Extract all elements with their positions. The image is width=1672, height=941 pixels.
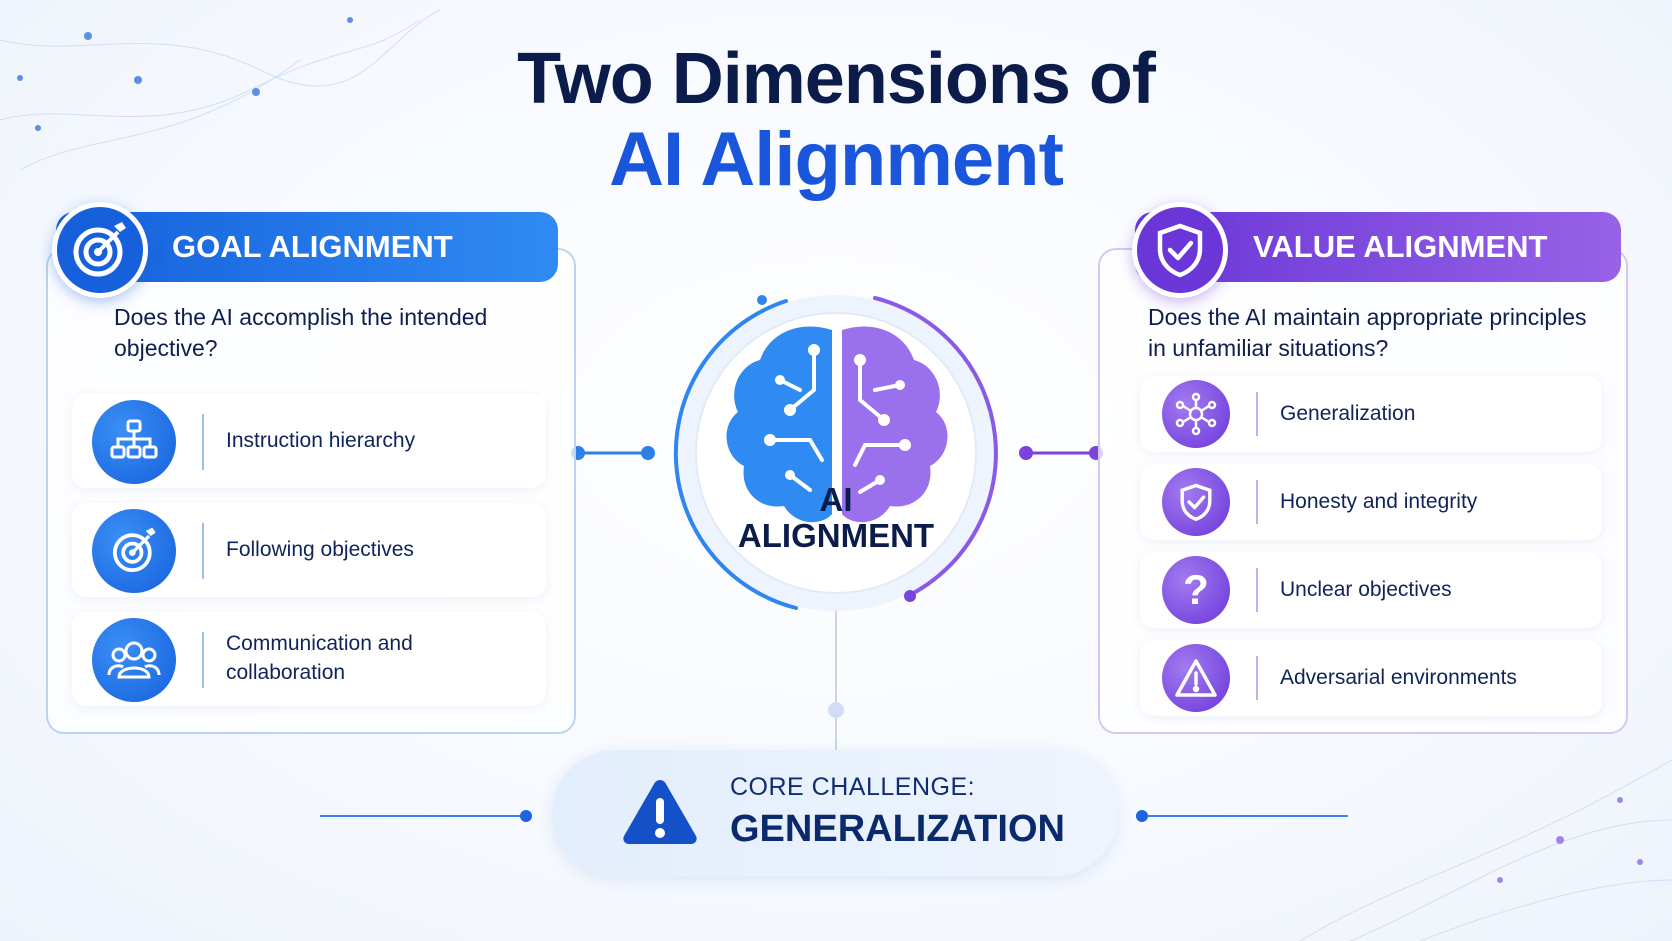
list-item: Honesty and integrity bbox=[1140, 464, 1602, 540]
warning-icon bbox=[1162, 644, 1230, 712]
goal-alignment-question: Does the AI accomplish the intended obje… bbox=[114, 304, 488, 361]
shield-check-icon bbox=[1162, 468, 1230, 536]
list-item: Following objectives bbox=[72, 503, 546, 597]
target-icon bbox=[52, 202, 148, 298]
list-item-label: Following objectives bbox=[226, 538, 414, 561]
center-label-line-2: ALIGNMENT bbox=[737, 517, 935, 554]
people-icon bbox=[92, 618, 176, 702]
list-item: Generalization bbox=[1140, 376, 1602, 452]
page-title-line-1: Two Dimensions of bbox=[517, 39, 1156, 119]
page-title-line-2: AI Alignment bbox=[609, 117, 1064, 202]
center-graphic bbox=[571, 295, 1103, 750]
brain-icon bbox=[726, 326, 948, 523]
list-item-label: Communication and collaboration bbox=[226, 632, 413, 684]
target-icon bbox=[92, 509, 176, 593]
core-challenge-label: CORE CHALLENGE: bbox=[730, 773, 976, 801]
value-alignment-title: VALUE ALIGNMENT bbox=[1253, 229, 1548, 264]
list-item-label: Adversarial environments bbox=[1280, 666, 1517, 689]
list-item-label: Instruction hierarchy bbox=[226, 429, 416, 452]
list-item: Adversarial environments bbox=[1140, 640, 1602, 716]
center-label: AI ALIGNMENT bbox=[686, 482, 986, 554]
network-icon bbox=[1162, 380, 1230, 448]
list-item: Instruction hierarchy bbox=[72, 394, 546, 488]
list-item-label: Honesty and integrity bbox=[1280, 490, 1478, 513]
list-item-label: Unclear objectives bbox=[1280, 578, 1452, 601]
center-label-line-1: AI bbox=[819, 481, 853, 518]
list-item: ? Unclear objectives bbox=[1140, 552, 1602, 628]
value-alignment-question: Does the AI maintain appropriate princip… bbox=[1148, 304, 1587, 361]
hierarchy-icon bbox=[92, 400, 176, 484]
list-item-label: Generalization bbox=[1280, 402, 1416, 425]
goal-alignment-title: GOAL ALIGNMENT bbox=[172, 229, 453, 264]
challenge-connectors bbox=[320, 810, 1348, 822]
list-item: Communication and collaboration bbox=[72, 612, 546, 706]
shield-check-icon bbox=[1132, 202, 1228, 298]
question-icon: ? bbox=[1162, 556, 1230, 624]
core-challenge-value: GENERALIZATION bbox=[730, 808, 1065, 850]
warning-icon bbox=[623, 780, 697, 844]
